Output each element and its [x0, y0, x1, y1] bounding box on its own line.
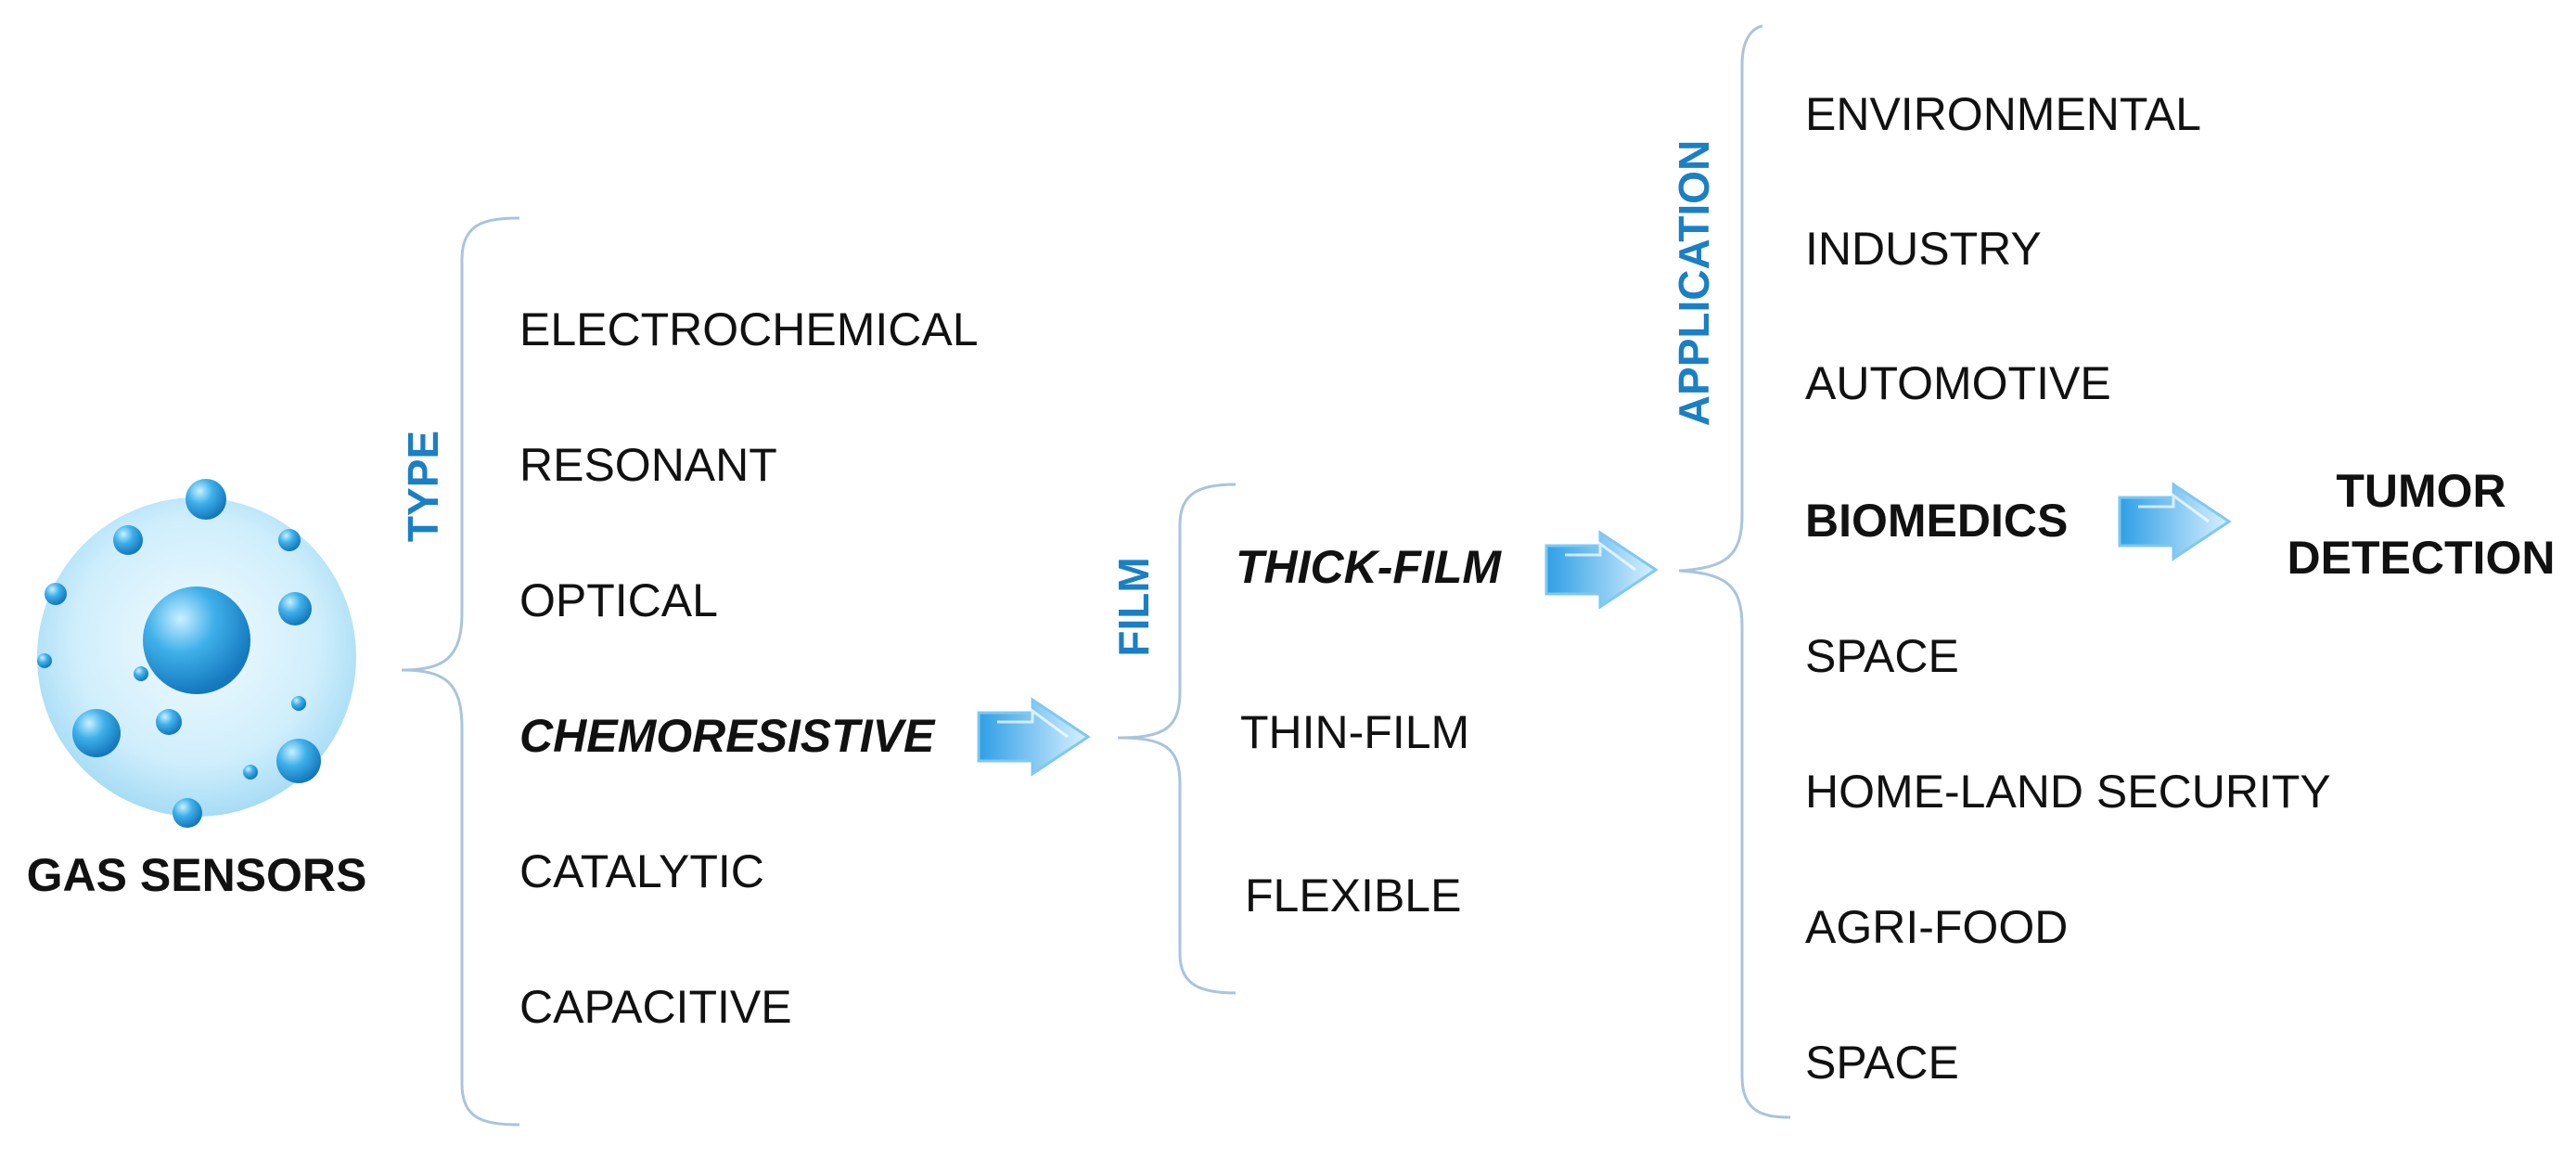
type-category-label: TYPE — [399, 431, 447, 542]
target-line-1: TUMOR — [2336, 465, 2506, 517]
chemoresistive-to-film-arrow-icon — [977, 697, 1091, 777]
type-item-optical: OPTICAL — [519, 574, 718, 626]
application-item-home-land-security: HOME-LAND SECURITY — [1805, 766, 2331, 818]
application-brace — [1678, 24, 1791, 1119]
type-item-electrochemical: ELECTROCHEMICAL — [519, 303, 979, 355]
application-list: ENVIRONMENTAL INDUSTRY AUTOMOTIVE BIOMED… — [1805, 88, 2331, 1089]
film-list: THICK-FILM THIN-FILM FLEXIBLE — [1236, 541, 1502, 922]
type-item-chemoresistive: CHEMORESISTIVE — [519, 710, 936, 762]
application-item-space: SPACE — [1805, 630, 1959, 682]
type-brace — [401, 216, 520, 1127]
type-item-resonant: RESONANT — [519, 439, 777, 491]
thick-film-to-application-arrow-icon — [1544, 530, 1659, 610]
target-line-2: DETECTION — [2288, 532, 2556, 584]
film-category-label: FILM — [1109, 557, 1158, 656]
application-item-biomedics: BIOMEDICS — [1805, 495, 2068, 547]
film-item-flexible: FLEXIBLE — [1245, 870, 1461, 922]
application-item-industry: INDUSTRY — [1805, 223, 2042, 275]
film-item-thick-film: THICK-FILM — [1236, 541, 1502, 593]
type-item-catalytic: CATALYTIC — [519, 845, 764, 897]
application-item-automotive: AUTOMOTIVE — [1805, 357, 2111, 409]
type-item-capacitive: CAPACITIVE — [519, 981, 792, 1033]
tumor-detection-target: TUMOR DETECTION — [2288, 465, 2556, 584]
film-brace — [1117, 483, 1237, 995]
application-item-space-2: SPACE — [1805, 1037, 1959, 1089]
application-item-agri-food: AGRI-FOOD — [1805, 901, 2068, 953]
bubbles-icon — [37, 479, 356, 828]
type-list: ELECTROCHEMICAL RESONANT OPTICAL CHEMORE… — [519, 303, 979, 1033]
biomedics-to-tumor-arrow-icon — [2118, 482, 2232, 561]
application-category-label: APPLICATION — [1670, 140, 1718, 426]
application-item-environmental: ENVIRONMENTAL — [1805, 88, 2201, 140]
source-label: GAS SENSORS — [27, 849, 367, 901]
film-item-thin-film: THIN-FILM — [1240, 706, 1469, 758]
